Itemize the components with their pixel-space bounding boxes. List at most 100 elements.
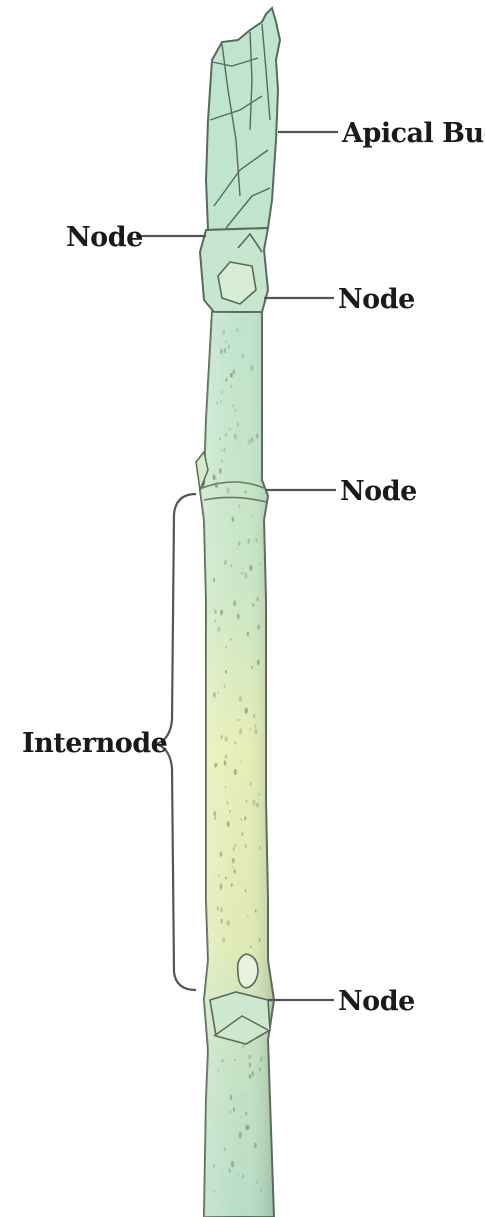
lenticel-dot <box>230 373 232 377</box>
lenticel-dot <box>251 437 254 443</box>
lenticel-dot <box>245 844 247 848</box>
lenticel-dot <box>222 937 225 943</box>
lenticel-dot <box>215 482 218 488</box>
lenticel-dot <box>250 945 251 948</box>
lenticel-dot <box>232 866 233 869</box>
lenticel-dot <box>235 409 237 413</box>
lenticel-dot <box>224 560 227 566</box>
lenticel-dot <box>233 847 235 851</box>
lenticel-dot <box>225 786 226 788</box>
lenticel-dot <box>250 365 253 372</box>
lenticel-dot <box>225 645 227 648</box>
lenticel-dot <box>252 603 254 607</box>
lenticel-dot <box>226 801 228 805</box>
lenticel-dot <box>257 624 260 629</box>
lenticel-dot <box>220 735 222 739</box>
lenticel-dot <box>230 638 231 641</box>
lenticel-dot <box>238 504 240 508</box>
lenticel-dot <box>230 1110 232 1113</box>
lenticel-dot <box>247 539 250 544</box>
lenticel-dot <box>224 448 226 452</box>
lenticel-dot <box>214 763 216 768</box>
lenticel-dot <box>237 422 239 426</box>
lenticel-dot <box>224 348 226 353</box>
lenticel-dot <box>241 572 242 575</box>
lenticel-dot <box>237 547 238 550</box>
lenticel-dot <box>220 609 223 615</box>
lenticel-dot <box>214 609 216 613</box>
lenticel-dot <box>225 378 227 382</box>
lenticel-dot <box>247 915 248 917</box>
lenticel-dot <box>249 565 252 571</box>
lenticel-dot <box>229 810 230 813</box>
lenticel-dot <box>241 818 242 821</box>
lenticel-dot <box>249 1055 251 1060</box>
lenticel-dot <box>254 1143 257 1149</box>
lenticel-dot <box>240 760 241 763</box>
lenticel-dot <box>213 1164 215 1168</box>
lenticel-dot <box>218 627 221 632</box>
lenticel-dot <box>232 517 235 522</box>
lenticel-dot <box>231 1161 234 1167</box>
lenticel-dot <box>230 1095 233 1100</box>
lenticel-dot <box>218 874 219 877</box>
lenticel-dot <box>217 401 219 404</box>
lenticel-dot <box>227 821 230 827</box>
lenticel-dot <box>233 1107 235 1111</box>
label-node-lower-right: Node <box>338 986 415 1017</box>
lenticel-dot <box>230 385 232 388</box>
lenticel-dot <box>251 1071 254 1077</box>
lenticel-dot <box>245 490 247 493</box>
lenticel-dot <box>238 1173 239 1175</box>
lenticel-dot <box>249 1062 252 1067</box>
lenticel-dot <box>231 883 233 887</box>
label-apical-bud: Apical Bud <box>341 118 485 149</box>
lenticel-dot <box>260 478 262 482</box>
lenticel-dot <box>251 666 253 669</box>
lenticel-dot <box>218 1069 219 1072</box>
lenticel-dot <box>225 736 228 742</box>
lenticel-dot <box>245 1093 246 1095</box>
lenticel-dot <box>242 1174 244 1178</box>
lenticel-dot <box>214 1190 215 1193</box>
lenticel-dot <box>229 1169 231 1173</box>
lenticel-dot <box>256 433 259 438</box>
lenticel-dot <box>239 728 242 734</box>
lenticel-dot <box>214 816 216 820</box>
lenticel-dot <box>217 691 219 694</box>
lenticel-dot <box>254 724 256 728</box>
lenticel-dot <box>260 1188 262 1191</box>
lenticel-dot <box>223 330 226 335</box>
lenticel-dot <box>221 449 222 451</box>
lenticel-dot <box>222 1059 224 1063</box>
lower-node-bud <box>238 954 258 988</box>
lenticel-dot <box>234 741 236 745</box>
lenticel-dot <box>234 433 237 440</box>
lenticel-dot <box>225 876 227 879</box>
label-node-middle-right: Node <box>340 476 417 507</box>
lenticel-dot <box>221 391 222 394</box>
lenticel-dot <box>256 596 258 601</box>
lenticel-dot <box>225 340 226 343</box>
lenticel-dot <box>241 1115 242 1118</box>
lenticel-dot <box>259 1067 261 1071</box>
lenticel-dot <box>234 869 236 873</box>
lenticel-dot <box>219 437 221 440</box>
lenticel-dot <box>256 1180 258 1183</box>
lenticel-dot <box>234 1059 235 1062</box>
lenticel-dot <box>257 660 260 666</box>
lenticel-dot <box>217 906 219 910</box>
lenticel-dot <box>213 811 216 817</box>
lenticel-dot <box>236 328 238 332</box>
lenticel-dot <box>252 515 253 518</box>
lenticel-dot <box>247 439 250 445</box>
lenticel-dot <box>226 487 229 494</box>
lenticel-dot <box>225 433 227 437</box>
lenticel-dot <box>235 844 236 847</box>
label-node-upper-right: Node <box>338 284 415 315</box>
lenticel-dot <box>224 760 227 765</box>
lenticel-dot <box>248 1125 250 1129</box>
lenticel-dot <box>255 909 257 912</box>
lenticel-dot <box>244 572 247 578</box>
